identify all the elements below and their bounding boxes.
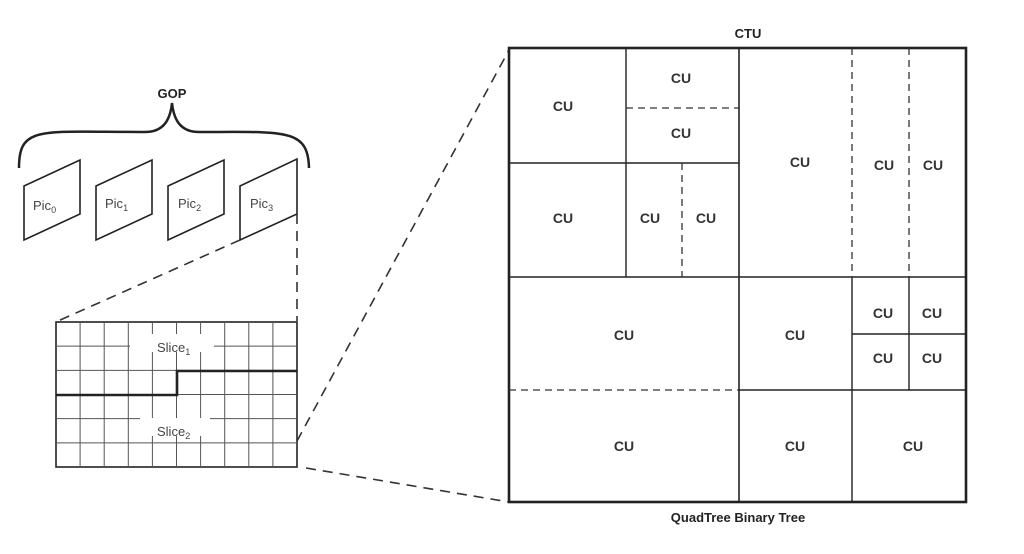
cu-label: CU bbox=[696, 210, 716, 226]
zoom-line-ctu-top bbox=[296, 49, 510, 442]
picture-label: Pic bbox=[105, 196, 124, 211]
picture-subscript: 1 bbox=[123, 203, 128, 213]
gop-brace bbox=[17, 102, 311, 169]
cu-label: CU bbox=[785, 327, 805, 343]
picture-subscript: 3 bbox=[268, 203, 273, 213]
picture-2: Pic2 bbox=[167, 158, 225, 242]
svg-text:Slice2: Slice2 bbox=[157, 424, 190, 441]
slice-1-label: Slice bbox=[157, 340, 185, 355]
picture-label: Pic bbox=[178, 196, 197, 211]
cu-label: CU bbox=[640, 210, 660, 226]
cu-label: CU bbox=[903, 438, 923, 454]
slice-2-label: Slice bbox=[157, 424, 185, 439]
picture-subscript: 2 bbox=[196, 203, 201, 213]
slice-1-subscript: 1 bbox=[185, 347, 190, 357]
slice-boundary bbox=[56, 369, 297, 397]
svg-text:Pic3: Pic3 bbox=[250, 196, 273, 213]
ctu-title: CTU bbox=[735, 26, 762, 41]
zoom-line-pic-left bbox=[57, 239, 241, 322]
zoom-line-ctu-bottom bbox=[305, 467, 510, 503]
picture-0: Pic0 bbox=[23, 158, 81, 242]
slice-label-bg bbox=[130, 334, 214, 352]
picture-label: Pic bbox=[33, 198, 52, 213]
gop-label: GOP bbox=[158, 86, 187, 101]
picture-1: Pic1 bbox=[95, 158, 153, 242]
svg-text:Pic0: Pic0 bbox=[33, 198, 56, 215]
picture-subscript: 0 bbox=[51, 205, 56, 215]
svg-text:Slice1: Slice1 bbox=[157, 340, 190, 357]
svg-text:Pic1: Pic1 bbox=[105, 196, 128, 213]
cu-label: CU bbox=[671, 70, 691, 86]
ctu-caption: QuadTree Binary Tree bbox=[671, 510, 805, 525]
cu-label: CU bbox=[873, 350, 893, 366]
cu-label: CU bbox=[553, 210, 573, 226]
cu-labels: CU CU CU CU CU CU CU CU CU CU CU CU CU CU CU CU CU CU bbox=[553, 70, 943, 454]
picture-3: Pic3 bbox=[239, 157, 298, 242]
cu-label: CU bbox=[671, 125, 691, 141]
cu-label: CU bbox=[922, 350, 942, 366]
ctu-block bbox=[507, 46, 968, 504]
cu-label: CU bbox=[790, 154, 810, 170]
cu-label: CU bbox=[614, 327, 634, 343]
cu-label: CU bbox=[923, 157, 943, 173]
slice-label-bg bbox=[140, 418, 210, 436]
slice-2-subscript: 2 bbox=[185, 431, 190, 441]
svg-text:Pic2: Pic2 bbox=[178, 196, 201, 213]
cu-label: CU bbox=[553, 98, 573, 114]
cu-label: CU bbox=[922, 305, 942, 321]
cu-label: CU bbox=[614, 438, 634, 454]
cu-label: CU bbox=[785, 438, 805, 454]
cu-label: CU bbox=[874, 157, 894, 173]
picture-label: Pic bbox=[250, 196, 269, 211]
cu-label: CU bbox=[873, 305, 893, 321]
